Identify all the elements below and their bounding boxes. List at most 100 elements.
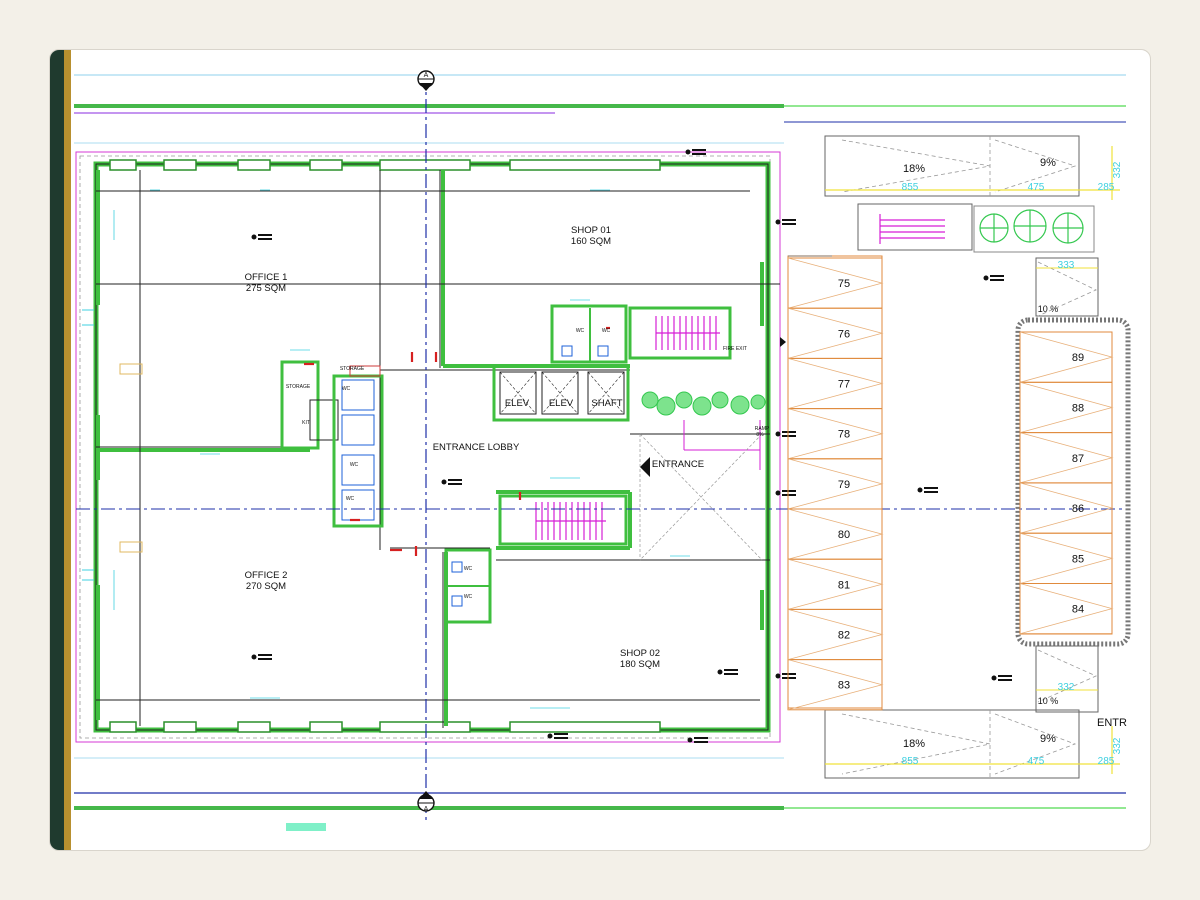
elevator-1-x bbox=[499, 371, 537, 415]
doors bbox=[304, 326, 610, 556]
bottom-dim-a: 855 bbox=[902, 756, 919, 767]
parking-bay bbox=[1019, 482, 1113, 534]
interior-walls-dark bbox=[96, 170, 780, 728]
level-markers bbox=[251, 149, 1012, 743]
stair-treads bbox=[655, 316, 720, 350]
shop1-name: SHOP 01 bbox=[571, 225, 611, 236]
top-dim-a: 855 bbox=[902, 182, 919, 193]
small-ramp-top-arrow bbox=[1037, 261, 1097, 317]
wc-block-south bbox=[444, 548, 492, 624]
bottom-dim-c: 285 bbox=[1098, 756, 1115, 767]
toilet bbox=[561, 345, 573, 357]
parking-bay-chevron bbox=[1019, 482, 1114, 534]
toilet bbox=[597, 345, 609, 357]
top-dim-c: 285 bbox=[1098, 182, 1115, 193]
wc-cubicle bbox=[341, 414, 375, 446]
parking-bay-number: 84 bbox=[1072, 604, 1084, 616]
entrance-label: ENTRANCE bbox=[652, 459, 704, 470]
sheet-border-dark bbox=[50, 50, 64, 850]
parking-island-border bbox=[1015, 317, 1131, 647]
wc-label: WC bbox=[346, 496, 355, 502]
building-boundary-magenta bbox=[75, 151, 781, 743]
office2-area: 270 SQM bbox=[246, 581, 286, 592]
shop2-area: 180 SQM bbox=[620, 659, 660, 670]
ramp-pct-label: 8% bbox=[756, 432, 764, 438]
window bbox=[163, 159, 197, 171]
elevator-2 bbox=[541, 371, 579, 415]
bottom-slope-b: 9% bbox=[1040, 733, 1056, 745]
small-ramp-bottom-arrow bbox=[1037, 649, 1097, 703]
windows bbox=[109, 159, 661, 733]
entrance-lobby-label: ENTRANCE LOBBY bbox=[433, 442, 520, 453]
parking-bay-chevron bbox=[787, 358, 884, 409]
kitchen-label: KIT bbox=[302, 420, 310, 426]
parking-bay-number: 86 bbox=[1072, 503, 1084, 515]
core-wall bbox=[492, 364, 630, 422]
parking-bay-chevron bbox=[787, 307, 884, 359]
section-marker-bottom bbox=[417, 791, 435, 812]
parking-bay bbox=[787, 257, 883, 309]
parking-bay-number: 85 bbox=[1072, 553, 1084, 565]
wc-cubicle bbox=[341, 454, 375, 486]
kitchen-room bbox=[309, 399, 339, 441]
parking-bay bbox=[1019, 331, 1113, 383]
parking-bay-chevron bbox=[787, 558, 884, 610]
ramp-labels: 18% 9% 855 475 285 332 18% 9% 855 475 28… bbox=[902, 157, 1127, 767]
window bbox=[163, 721, 197, 733]
wc-cubicle bbox=[341, 489, 375, 521]
parking-bay-number: 77 bbox=[838, 379, 850, 391]
parking-bay bbox=[787, 357, 883, 410]
entrance-ramp bbox=[683, 420, 761, 470]
fire-exit-label: FIRE EXIT bbox=[723, 346, 747, 352]
floor-plan[interactable]: A A bbox=[50, 50, 1151, 851]
window bbox=[379, 159, 471, 171]
wc-cubicle bbox=[341, 379, 375, 411]
parking-bay-number: 80 bbox=[838, 529, 850, 541]
parking-bay-chevron bbox=[787, 508, 884, 560]
window bbox=[509, 159, 661, 171]
window bbox=[379, 721, 471, 733]
parking-bay-chevron bbox=[1019, 532, 1114, 584]
window bbox=[509, 721, 661, 733]
wc-label: WC bbox=[342, 386, 351, 392]
shop1-area: 160 SQM bbox=[571, 236, 611, 247]
top-dim-v: 332 bbox=[1112, 161, 1123, 178]
wc-label: WC bbox=[464, 594, 473, 600]
parking-bay-number: 88 bbox=[1072, 402, 1084, 414]
section-marker-top bbox=[417, 70, 435, 91]
parking-bay bbox=[1019, 583, 1113, 635]
section-marker-top-label: A bbox=[424, 72, 429, 79]
planter-trees bbox=[979, 209, 1084, 244]
entrance-canopy bbox=[639, 433, 763, 561]
entry-cut-label: ENTR bbox=[1097, 717, 1127, 729]
elevator-core bbox=[492, 364, 630, 422]
fire-exit-arrow-icon bbox=[780, 337, 786, 347]
parking-bay bbox=[787, 408, 883, 460]
small-ramp-top-pct: 10 % bbox=[1038, 304, 1059, 314]
window bbox=[237, 159, 271, 171]
parking-bay-number: 83 bbox=[838, 680, 850, 692]
small-ramp-bottom-dim-label: 332 bbox=[1058, 682, 1075, 693]
office1-area: 275 SQM bbox=[246, 283, 286, 294]
bottom-dim-v: 332 bbox=[1112, 737, 1123, 754]
parking-bay-chevron bbox=[1019, 381, 1114, 433]
parking-bay-number: 82 bbox=[838, 630, 850, 642]
parking-bay bbox=[1019, 381, 1113, 434]
parking-bay-number: 89 bbox=[1072, 352, 1084, 364]
ramp-label: RAMP bbox=[755, 426, 770, 432]
parking-bay-number: 75 bbox=[838, 278, 850, 290]
bottom-slope-a: 18% bbox=[903, 738, 925, 750]
elevator-2-x bbox=[541, 371, 579, 415]
wc-label: WC bbox=[350, 462, 359, 468]
office2-name: OFFICE 2 bbox=[245, 570, 288, 581]
utility-block-west bbox=[280, 360, 384, 528]
shop2-name: SHOP 02 bbox=[620, 648, 660, 659]
storage-top bbox=[349, 365, 381, 377]
storage-label: STORAGE bbox=[286, 384, 311, 390]
elevator-1 bbox=[499, 371, 537, 415]
section-marker-bottom-label: A bbox=[424, 806, 429, 813]
elevator-2-label: ELEV bbox=[549, 398, 574, 409]
wc-block-north bbox=[550, 304, 628, 364]
pod-planter bbox=[973, 205, 1095, 253]
parking-bay-chevron bbox=[787, 408, 884, 460]
